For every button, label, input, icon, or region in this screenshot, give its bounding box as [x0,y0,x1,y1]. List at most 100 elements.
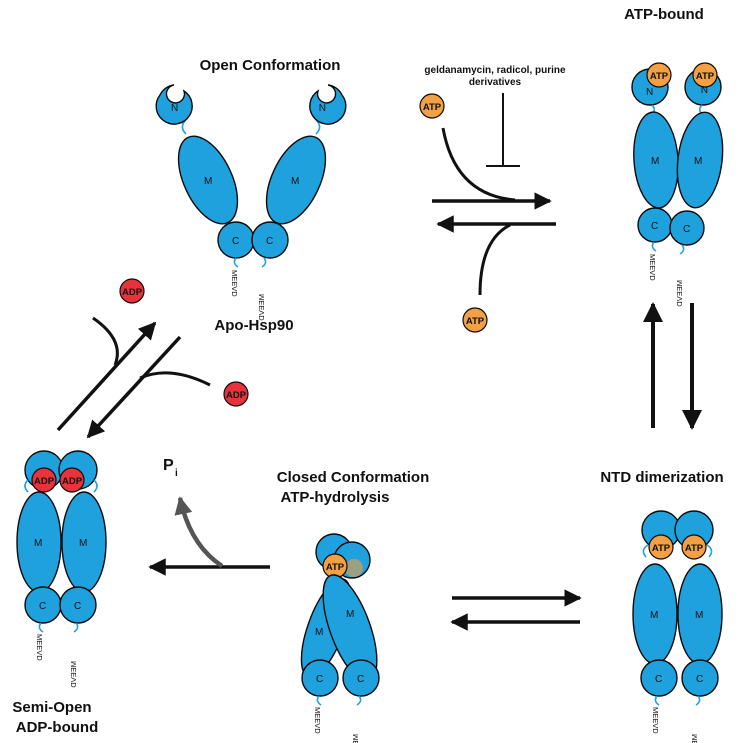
atp-hydrolysis-label: ATP-hydrolysis [281,489,390,506]
closed-hsp90-dimer: ATP M M C C MEEVD MEEVD [300,533,380,743]
c-label: C [683,224,690,235]
c-label: C [266,236,273,247]
svg-text:ATP: ATP [650,71,669,82]
m-domain-left [177,135,239,225]
atp-release-curve [478,223,511,296]
atp-bound-title: ATP-bound [624,6,704,23]
up-diagonal-arrow [56,321,157,432]
down-diagonal-arrow [86,335,182,439]
meevd-tail: MEEVD [648,254,657,281]
meevd-tail: MEEVD [313,707,322,734]
phosphate-release-arrow [174,496,224,568]
adp-molecule-free: ADP [223,381,249,407]
m-label: M [694,156,702,167]
svg-text:ADP: ADP [226,390,247,401]
c-label: C [316,674,323,685]
inhibitor-names: geldanamycin, radicol, purine [424,65,566,76]
linker [38,622,44,633]
linker [651,241,657,252]
n-label: N [319,101,326,112]
linker [73,622,79,633]
linker [93,479,98,493]
atp-molecule-top: ATP [419,93,445,119]
n-domain-right [309,84,347,125]
meevd-tail: MEEVD [351,734,360,743]
linker [679,244,685,255]
svg-text:ATP: ATP [652,543,671,554]
linker [356,695,362,706]
phosphate-subscript: i [175,468,178,479]
linker [261,257,267,268]
atp-bound-hsp90-dimer: N N ATP ATP M M C C MEEVD MEEVD [631,62,724,307]
linker [695,695,701,706]
linker [233,257,239,268]
phosphate-label: P [163,457,174,474]
c-label: C [655,674,662,685]
c-domain-left [640,659,678,697]
m-label: M [79,538,87,549]
open-conformation-title: Open Conformation [200,57,341,74]
inhibitor-names-line2: derivatives [469,77,522,88]
m-label: M [650,610,658,621]
c-domain-right [669,210,705,246]
n-domain-left [155,84,193,125]
c-label: C [39,601,46,612]
c-domain-right [251,221,289,259]
linker [706,544,713,558]
meevd-tail: MEEVD [651,707,660,734]
ntd-dimerized-hsp90: ATP ATP M M C C MEEVD MEEVD [632,510,723,743]
meevd-tail: MEEVD [690,734,699,743]
semi-open-title: Semi-Open [12,699,91,716]
m-label: M [695,610,703,621]
apo-hsp90-label: Apo-Hsp90 [214,317,293,334]
atp-molecule: ATP [681,534,707,560]
meevd-tail: MEEVD [257,294,266,321]
m-label: M [651,156,659,167]
meevd-tail: MEEVD [69,661,78,688]
closed-conformation-title: Closed Conformation [277,469,430,486]
atp-molecule: ATP [692,62,718,88]
c-domain-right [342,659,380,697]
linker [654,695,660,706]
open-hsp90-dimer: N M C MEEVD N M C MEEVD [155,84,347,321]
svg-text:ADP: ADP [122,287,143,298]
c-label: C [232,236,239,247]
adp-molecule: ADP [59,467,85,493]
svg-text:ATP: ATP [423,102,442,113]
adp-molecule: ADP [31,467,57,493]
n-label: N [701,83,708,94]
atp-molecule-bottom: ATP [462,307,488,333]
ntd-dimerization-title: NTD dimerization [600,469,723,486]
meevd-tail: MEEVD [230,270,239,297]
meevd-tail: MEEVD [35,634,44,661]
inhibition-symbol [486,93,520,167]
c-domain-right [59,586,97,624]
m-label: M [291,176,299,187]
m-label: M [204,176,212,187]
meevd-tail: MEEVD [675,280,684,307]
svg-text:ADP: ADP [34,476,55,487]
adp-release-curve [92,316,119,366]
adp-binding-curve [139,371,211,387]
m-label: M [346,609,354,620]
linker [24,479,29,493]
svg-text:ADP: ADP [62,476,83,487]
c-domain-right [681,659,719,697]
c-label: C [357,674,364,685]
semi-open-hsp90-dimer: ADP ADP M M C C MEEVD MEEVD [16,450,107,688]
atp-binding-curve [441,127,516,202]
m-label: M [34,538,42,549]
atp-molecule: ATP [648,534,674,560]
m-label: M [315,627,323,638]
c-label: C [696,674,703,685]
atp-molecule: ATP [646,62,672,88]
svg-text:ATP: ATP [326,562,345,573]
n-label: N [646,87,653,98]
adp-bound-label: ADP-bound [16,719,98,736]
c-label: C [74,601,81,612]
linker [642,544,649,558]
linker [316,695,322,706]
atp-molecule-hidden [345,559,363,577]
svg-text:ATP: ATP [466,316,485,327]
